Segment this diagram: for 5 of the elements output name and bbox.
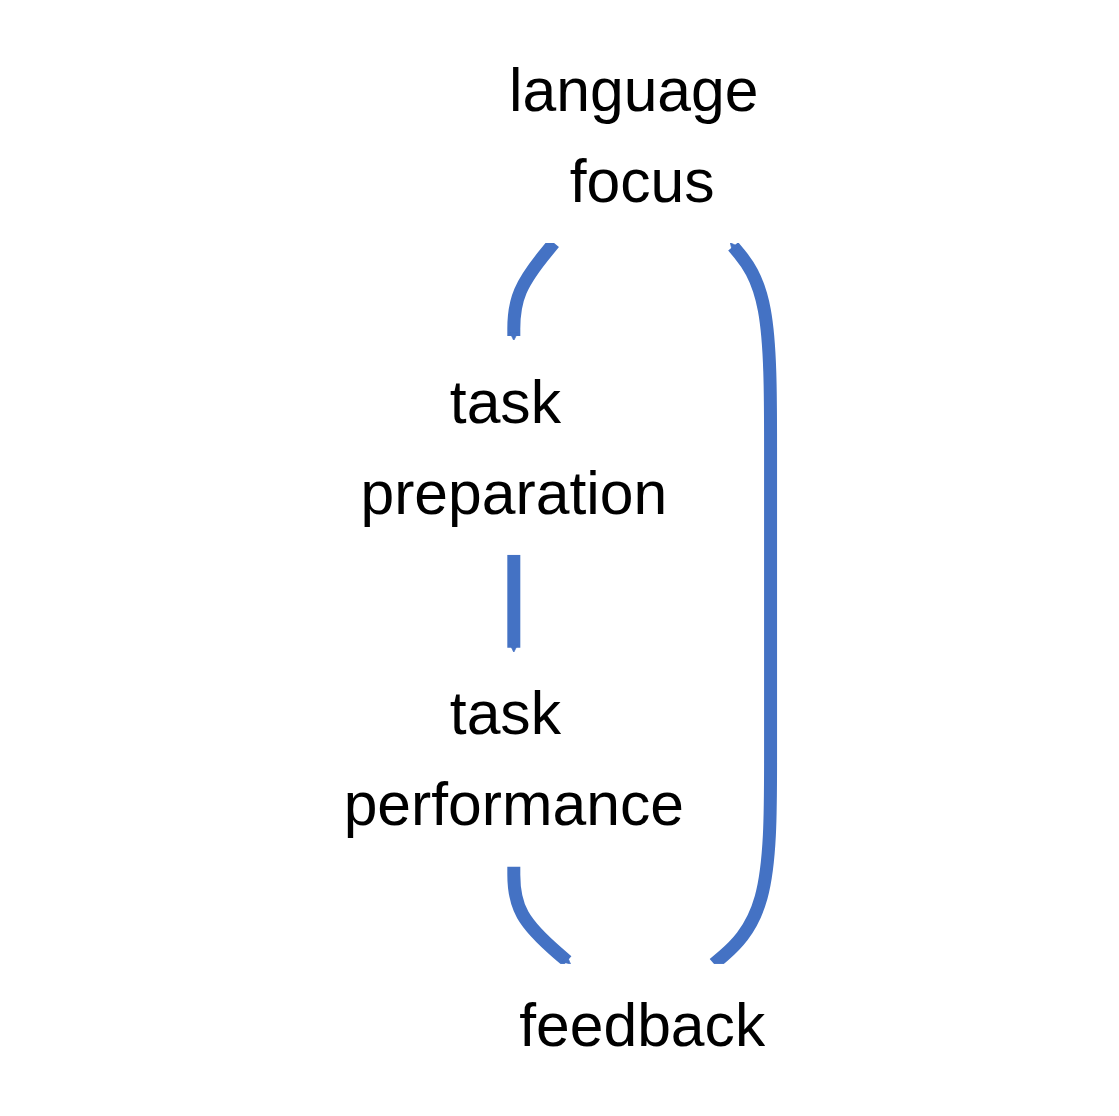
node-text: feedback xyxy=(519,991,766,1060)
arrow xyxy=(507,554,521,653)
node-text: language focus xyxy=(509,55,759,215)
node-text: task preparation xyxy=(360,367,668,527)
node-text: task performance xyxy=(343,679,684,839)
